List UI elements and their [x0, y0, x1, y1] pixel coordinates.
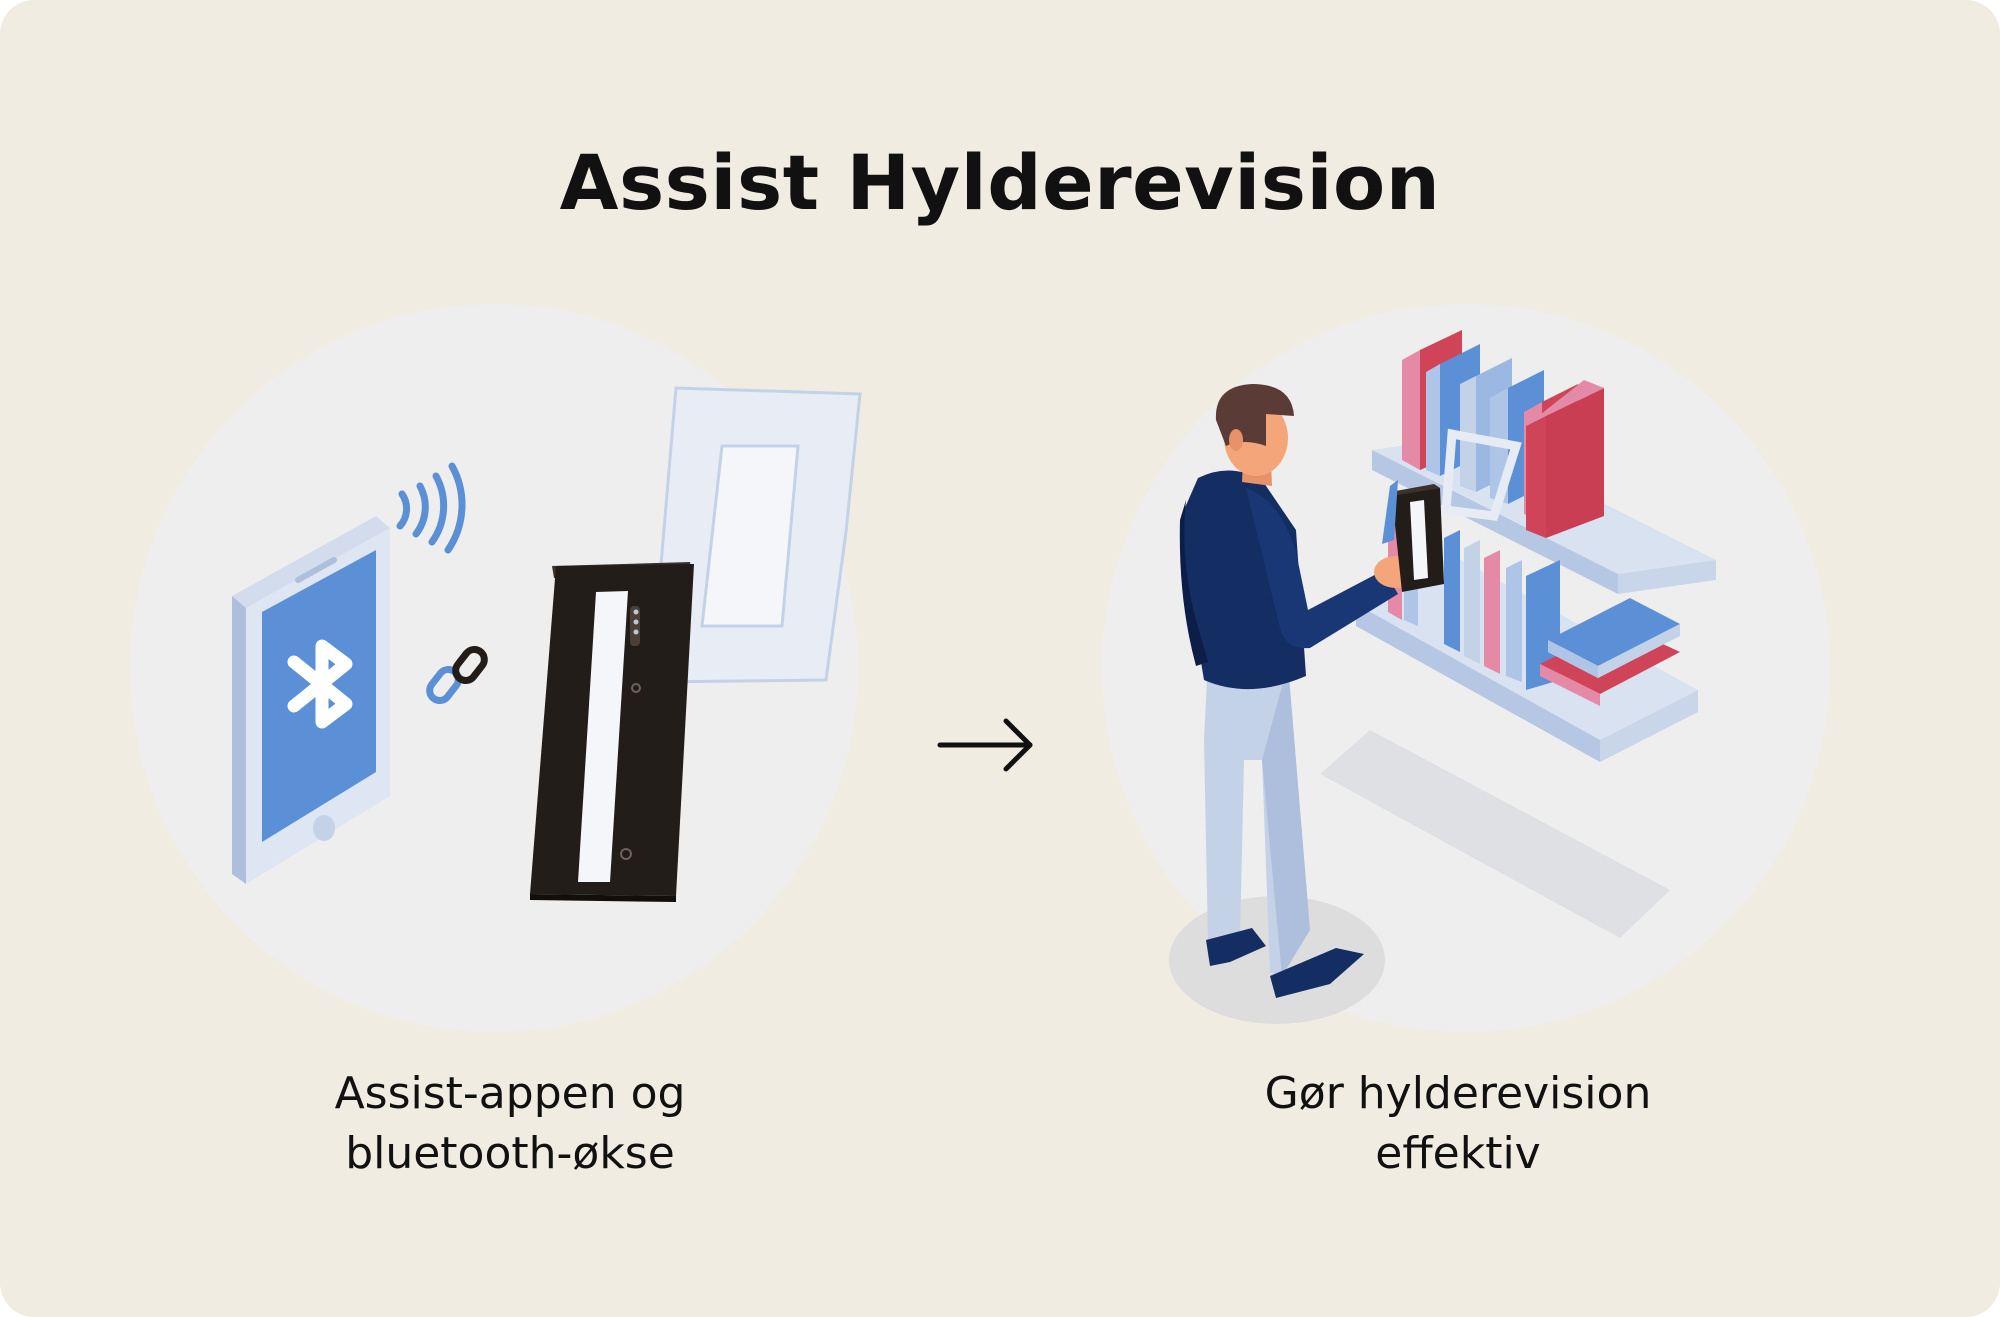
chain-link-icon — [426, 645, 488, 705]
page-title: Assist Hylderevision — [559, 138, 1441, 227]
step-caption-left-line1: Assist-appen og — [334, 1068, 686, 1119]
step-caption-right-line2: effektiv — [1375, 1128, 1541, 1179]
person-scanning-icon — [1169, 384, 1522, 1024]
bluetooth-icon — [287, 639, 353, 729]
step-caption-left: Assist-appen og bluetooth-økse — [230, 1064, 790, 1184]
step-caption-left-line2: bluetooth-økse — [345, 1128, 675, 1179]
step-caption-right-line1: Gør hylderevision — [1264, 1068, 1652, 1119]
bluetooth-scanner-device-icon — [530, 386, 862, 902]
arrow-right-icon — [937, 718, 1033, 772]
step-caption-right: Gør hylderevision effektiv — [1178, 1064, 1738, 1184]
wireless-signal-icon — [396, 462, 466, 554]
